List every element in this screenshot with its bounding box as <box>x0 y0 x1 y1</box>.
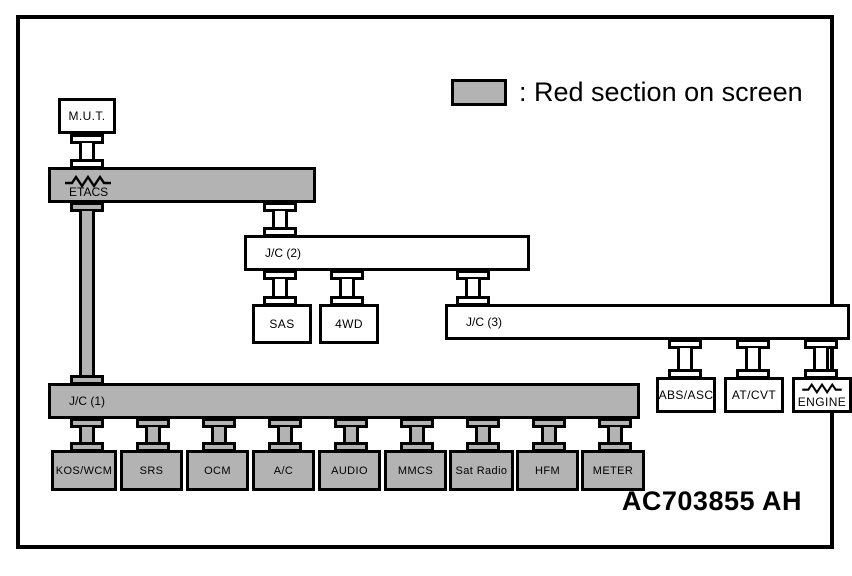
module-box-3: A/C <box>252 450 315 491</box>
connector-pad-jc1-bottom-0 <box>70 418 104 428</box>
bar-jc1: J/C (1) <box>48 383 640 419</box>
module-label-4: AUDIO <box>331 464 368 477</box>
bar-etacs: ETACS <box>48 167 316 203</box>
connector-pad-jc1-bottom-2 <box>202 418 236 428</box>
module-label-7: HFM <box>534 464 561 477</box>
module-label-3: A/C <box>273 464 294 477</box>
connector-stem-jc3-atcvt <box>745 348 761 370</box>
node-sas-label: SAS <box>269 317 295 331</box>
bar-jc1-label: J/C (1) <box>69 394 105 408</box>
bar-etacs-label: ETACS <box>69 185 109 199</box>
module-label-8: METER <box>592 464 634 477</box>
connector-pad-mut-bottom <box>70 134 104 144</box>
module-box-1: SRS <box>120 450 183 491</box>
connector-stem-jc1-module-5 <box>409 427 425 443</box>
connector-pad-jc3-bottom-atcvt <box>736 339 770 349</box>
module-label-1: SRS <box>139 464 164 477</box>
figure-reference-code: AC703855 AH <box>621 486 802 516</box>
node-abs-asc: ABS/ASC <box>656 377 716 413</box>
module-box-8: METER <box>581 450 645 491</box>
connector-stem-jc2-4wd <box>339 279 355 297</box>
module-box-4: AUDIO <box>318 450 381 491</box>
connector-pad-jc1-bottom-5 <box>400 418 434 428</box>
bar-jc2: J/C (2) <box>244 235 530 271</box>
bus-trunk-etacs-jc1 <box>79 211 95 384</box>
connector-pad-jc1-bottom-4 <box>334 418 368 428</box>
connector-pad-jc3-bottom-engine <box>804 339 838 349</box>
bar-jc3-label: J/C (3) <box>466 315 502 329</box>
module-box-2: OCM <box>186 450 249 491</box>
node-engine: ENGINE <box>792 377 852 413</box>
module-label-5: MMCS <box>397 464 434 477</box>
bar-jc3: J/C (3) <box>445 304 850 340</box>
connector-stem-jc1-module-8 <box>607 427 623 443</box>
module-box-7: HFM <box>516 450 579 491</box>
connector-pad-jc2-bottom-sas <box>263 270 297 280</box>
terminator-resistor-icon-engine <box>802 382 842 394</box>
node-engine-label: ENGINE <box>797 394 847 409</box>
connector-stem-etacs-jc2 <box>272 211 288 228</box>
connector-pad-etacs-bottom <box>70 202 104 212</box>
connector-stem-jc2-sas <box>272 279 288 297</box>
module-box-0: KOS/WCM <box>51 450 117 491</box>
node-mut: M.U.T. <box>58 98 116 134</box>
module-label-0: KOS/WCM <box>55 464 113 477</box>
node-4wd: 4WD <box>319 304 379 344</box>
module-label-6: Sat Radio <box>455 464 508 477</box>
node-4wd-label: 4WD <box>335 317 363 331</box>
node-abs-asc-label: ABS/ASC <box>658 388 714 402</box>
connector-stem-jc1-module-6 <box>475 427 491 443</box>
connector-stem-jc3-abs <box>677 348 693 370</box>
connector-stem-jc1-module-4 <box>343 427 359 443</box>
connector-stem-jc1-module-0 <box>79 427 95 443</box>
node-at-cvt-label: AT/CVT <box>731 388 777 402</box>
connector-pad-etacs-bottom-right <box>263 202 297 212</box>
bar-jc2-label: J/C (2) <box>265 246 301 260</box>
connector-pad-jc3-bottom-abs <box>668 339 702 349</box>
module-box-6: Sat Radio <box>449 450 514 491</box>
connector-pad-jc2-bottom-4wd <box>330 270 364 280</box>
connector-pad-jc1-bottom-7 <box>532 418 566 428</box>
diagram-frame: : Red section on screen M.U.T. ETACS J/C… <box>16 15 852 549</box>
node-sas: SAS <box>252 304 312 344</box>
connector-stem-jc1-module-7 <box>541 427 557 443</box>
node-at-cvt: AT/CVT <box>724 377 784 413</box>
connector-pad-jc1-bottom-8 <box>598 418 632 428</box>
connector-stem-jc2-jc3 <box>465 279 481 297</box>
connector-stem-mut-etacs <box>79 143 95 160</box>
connector-pad-jc2-bottom-jc3 <box>456 270 490 280</box>
legend-label: : Red section on screen <box>519 77 803 107</box>
connector-stem-jc1-module-2 <box>211 427 227 443</box>
node-mut-label: M.U.T. <box>68 109 106 123</box>
connector-stem-jc1-module-3 <box>277 427 293 443</box>
module-label-2: OCM <box>204 464 231 477</box>
legend-swatch-gray <box>451 79 507 106</box>
connector-pad-jc1-bottom-6 <box>466 418 500 428</box>
module-box-5: MMCS <box>384 450 447 491</box>
connector-pad-jc1-bottom-3 <box>268 418 302 428</box>
connector-stem-jc1-module-1 <box>145 427 161 443</box>
connector-pad-jc1-bottom-1 <box>136 418 170 428</box>
connector-stem-jc3-engine <box>813 348 829 370</box>
legend: : Red section on screen <box>451 77 803 108</box>
